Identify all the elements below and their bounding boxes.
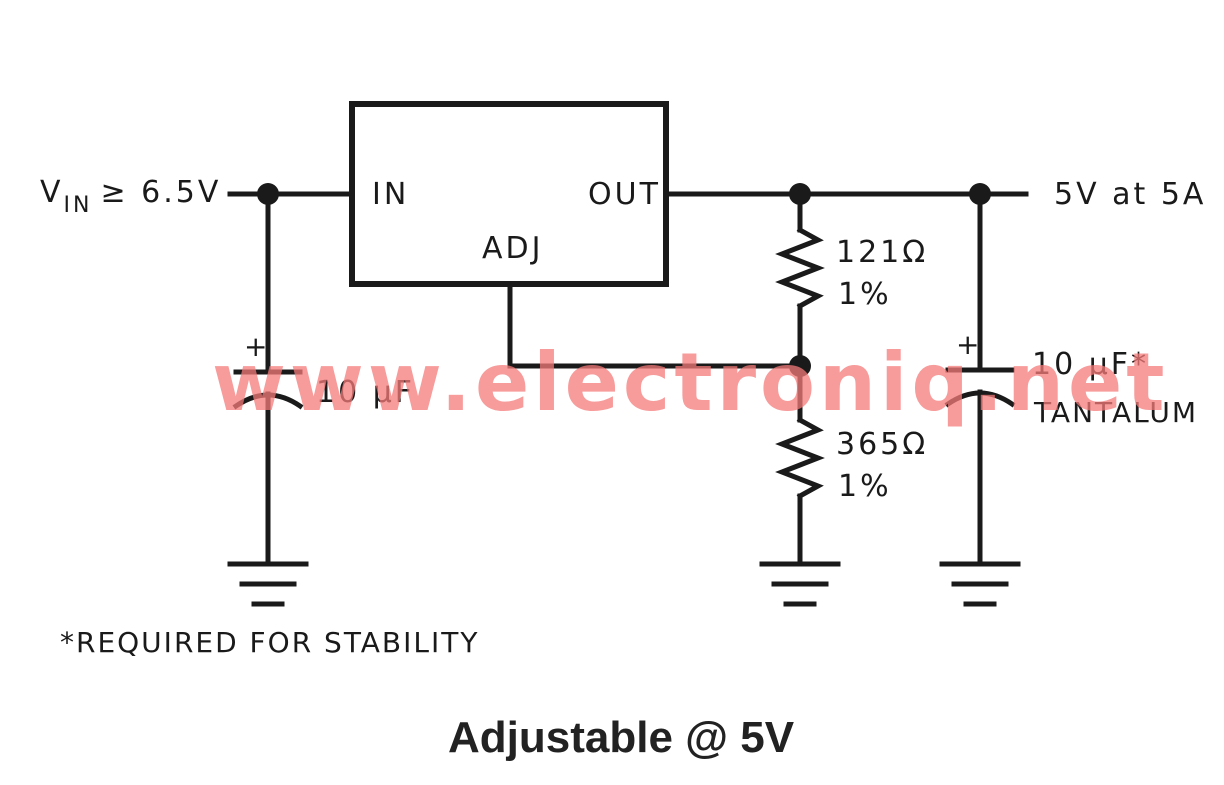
input-voltage-rest: ≥ 6.5V <box>100 175 221 210</box>
output-cap-polarity: + <box>956 328 981 361</box>
ground-symbol-output <box>939 561 1021 607</box>
input-voltage-sub: IN <box>64 193 93 218</box>
r1-value: 121Ω <box>836 235 928 270</box>
r1-tolerance: 1% <box>838 277 892 312</box>
regulator-pin-out: OUT <box>588 177 661 212</box>
output-cap-type: TANTALUM <box>1033 396 1198 429</box>
ground-symbol-input <box>227 561 309 607</box>
regulator-pin-adj: ADJ <box>482 231 543 266</box>
diagram-caption: Adjustable @ 5V <box>448 713 795 762</box>
regulator-pin-in: IN <box>372 177 409 212</box>
ground-symbol-divider <box>759 561 841 607</box>
input-voltage-label: VIN ≥ 6.5V <box>40 175 221 218</box>
r2-value: 365Ω <box>836 427 928 462</box>
r2-tolerance: 1% <box>838 469 892 504</box>
input-cap-value: 10 µF <box>316 375 415 410</box>
input-cap-polarity: + <box>244 330 269 363</box>
watermark: www.electroniq.net <box>212 336 1169 429</box>
r1-resistor <box>775 226 825 310</box>
input-voltage-v: V <box>40 175 64 210</box>
footnote: *REQUIRED FOR STABILITY <box>60 626 479 659</box>
r2-resistor <box>775 416 825 500</box>
output-voltage-label: 5V at 5A <box>1054 177 1206 212</box>
output-cap-value: 10 µF* <box>1032 347 1149 382</box>
